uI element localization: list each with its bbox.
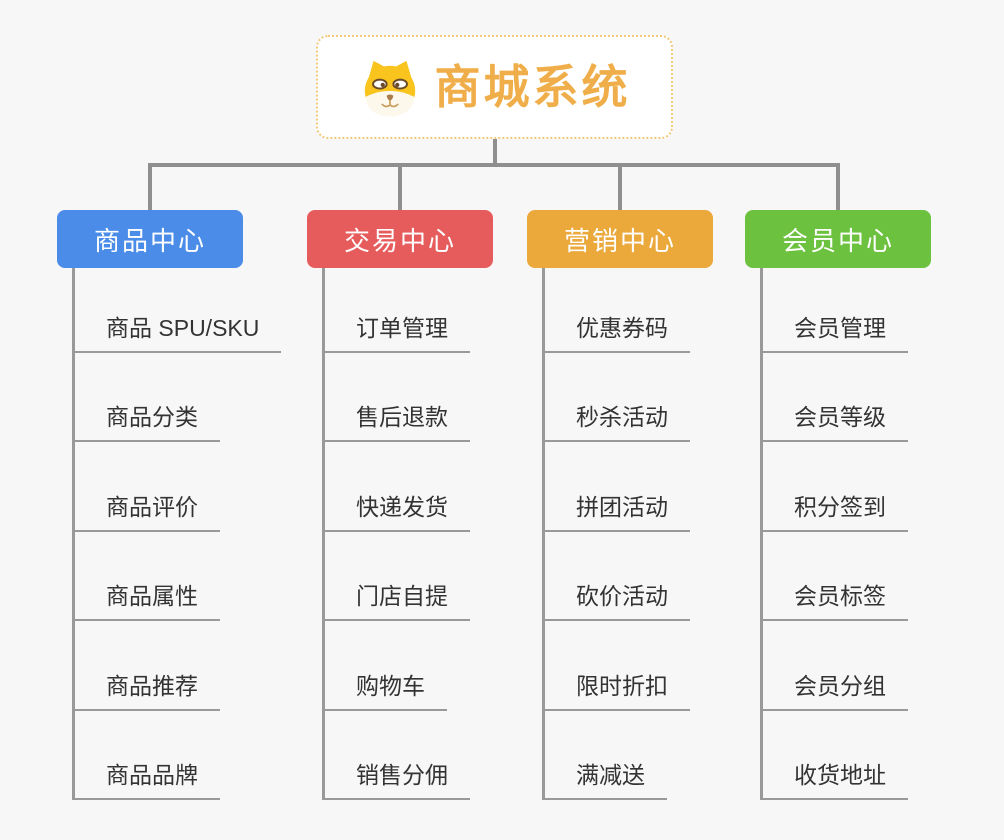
root-title: 商城系统: [434, 61, 631, 113]
leaf-item[interactable]: 商品评价: [72, 486, 220, 532]
dog-icon: [359, 56, 421, 118]
connector-drop-product: [148, 163, 152, 210]
branch-box-member-center[interactable]: 会员中心: [745, 210, 931, 268]
leaf-item[interactable]: 售后退款: [322, 396, 470, 442]
root-node[interactable]: 商城系统: [316, 35, 673, 139]
leaf-item[interactable]: 商品 SPU/SKU: [72, 307, 282, 353]
branch-box-marketing-center[interactable]: 营销中心: [527, 210, 713, 268]
branch-member-center: 会员中心 会员管理 会员等级 积分签到 会员标签 会员分组 收货地址: [745, 210, 931, 830]
leaf-item[interactable]: 快递发货: [322, 486, 470, 532]
connector-drop-trade: [398, 163, 402, 210]
leaf-item[interactable]: 订单管理: [322, 307, 470, 353]
branch-trunk-line: [542, 268, 545, 800]
leaf-item[interactable]: 门店自提: [322, 575, 470, 621]
leaf-item[interactable]: 销售分佣: [322, 754, 470, 800]
leaf-item[interactable]: 满减送: [542, 754, 667, 800]
leaf-item[interactable]: 拼团活动: [542, 486, 690, 532]
branch-trunk-line: [322, 268, 325, 800]
leaf-item[interactable]: 优惠券码: [542, 307, 690, 353]
leaf-item[interactable]: 商品推荐: [72, 665, 220, 711]
leaf-item[interactable]: 购物车: [322, 665, 447, 711]
branch-trunk-line: [760, 268, 763, 800]
leaf-item[interactable]: 商品品牌: [72, 754, 220, 800]
leaf-item[interactable]: 收货地址: [760, 754, 908, 800]
connector-root-stem: [493, 139, 497, 165]
connector-drop-marketing: [618, 163, 622, 210]
leaf-item[interactable]: 会员分组: [760, 665, 908, 711]
branch-box-trade-center[interactable]: 交易中心: [307, 210, 493, 268]
leaf-item[interactable]: 砍价活动: [542, 575, 690, 621]
leaf-item[interactable]: 限时折扣: [542, 665, 690, 711]
leaf-item[interactable]: 秒杀活动: [542, 396, 690, 442]
branch-box-product-center[interactable]: 商品中心: [57, 210, 243, 268]
connector-drop-member: [836, 163, 840, 210]
leaf-item[interactable]: 积分签到: [760, 486, 908, 532]
branch-trade-center: 交易中心 订单管理 售后退款 快递发货 门店自提 购物车 销售分佣: [307, 210, 493, 830]
leaf-item[interactable]: 会员标签: [760, 575, 908, 621]
leaf-item[interactable]: 商品分类: [72, 396, 220, 442]
branch-product-center: 商品中心 商品 SPU/SKU 商品分类 商品评价 商品属性 商品推荐 商品品牌: [57, 210, 282, 830]
connector-horizontal: [148, 163, 840, 167]
branch-trunk-line: [72, 268, 75, 800]
branch-marketing-center: 营销中心 优惠券码 秒杀活动 拼团活动 砍价活动 限时折扣 满减送: [527, 210, 713, 830]
leaf-item[interactable]: 会员等级: [760, 396, 908, 442]
leaf-item[interactable]: 会员管理: [760, 307, 908, 353]
leaf-item[interactable]: 商品属性: [72, 575, 220, 621]
